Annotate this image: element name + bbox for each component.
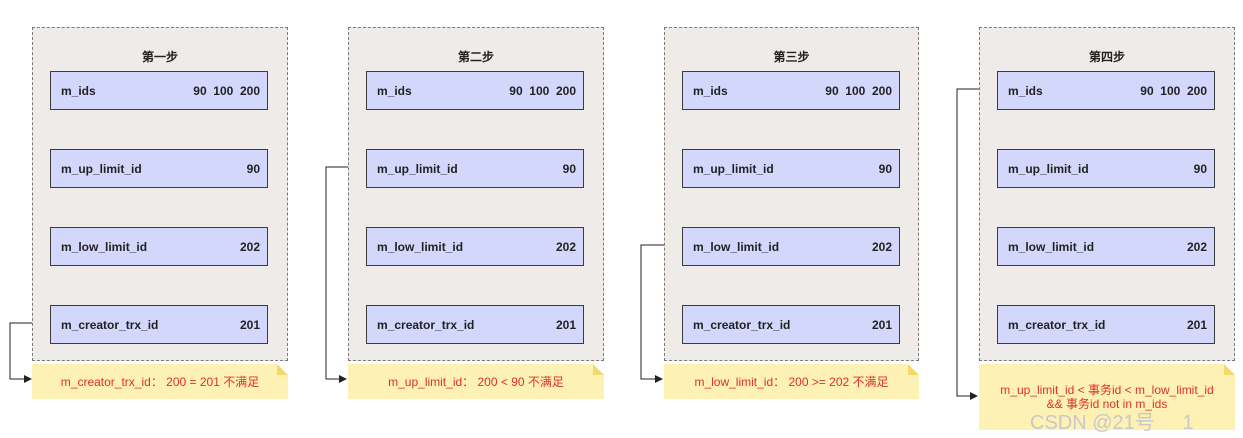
field-value: 90 100 200 [825,83,892,98]
note-step-4: m_up_limit_id < 事务id < m_low_limit_id &&… [979,364,1235,430]
field-label: m_up_limit_id [377,161,458,176]
note-step-2: m_up_limit_id： 200 < 90 不满足 [348,364,604,399]
note-fold [908,364,919,375]
note-text-line-1: m_up_limit_id < 事务id < m_low_limit_id [1000,383,1214,397]
field-m-creator-trx-id: m_creator_trx_id 201 [366,305,584,344]
field-label: m_creator_trx_id [61,317,159,332]
panel-title: 第二步 [457,50,494,64]
field-m-ids: m_ids 90 100 200 [366,71,584,110]
field-m-creator-trx-id: m_creator_trx_id 201 [997,305,1215,344]
panel-step-2: 第二步 m_ids 90 100 200 m_up_limit_id 90 m_… [348,27,604,361]
panel-step-1: 第一步 m_ids 90 100 200 m_up_limit_id 90 m_… [32,27,288,361]
field-m-creator-trx-id: m_creator_trx_id 201 [50,305,268,344]
panel-title: 第一步 [141,50,178,64]
field-m-ids: m_ids 90 100 200 [997,71,1215,110]
panel-step-3: 第三步 m_ids 90 100 200 m_up_limit_id 90 m_… [664,27,919,361]
panel-title: 第三步 [773,50,810,64]
field-value: 201 [1186,317,1207,332]
note-fold [593,364,604,375]
note-fold [277,364,288,375]
connector-step1 [9,322,50,383]
field-value: 90 [878,161,892,176]
field-m-up-limit-id: m_up_limit_id 90 [682,149,900,188]
field-value: 202 [555,239,576,254]
field-label: m_creator_trx_id [377,317,475,332]
field-value: 202 [1186,239,1207,254]
note-text: m_creator_trx_id： 200 = 201 不满足 [60,374,260,389]
connector-step4 [956,88,998,400]
field-m-up-limit-id: m_up_limit_id 90 [997,149,1215,188]
field-m-low-limit-id: m_low_limit_id 202 [50,227,268,266]
connector-step3 [640,244,682,383]
note-text: m_low_limit_id： 200 >= 202 不满足 [694,374,889,389]
field-value: 90 100 200 [193,83,260,98]
field-label: m_creator_trx_id [693,317,791,332]
panel-title: 第四步 [1088,50,1125,64]
note-step-3: m_low_limit_id： 200 >= 202 不满足 [664,364,919,399]
note-fold [1224,364,1235,375]
field-value: 90 [246,161,260,176]
connector-step2 [325,166,366,383]
field-label: m_up_limit_id [1008,161,1089,176]
field-value: 202 [871,239,892,254]
field-m-up-limit-id: m_up_limit_id 90 [50,149,268,188]
field-label: m_creator_trx_id [1008,317,1106,332]
field-m-ids: m_ids 90 100 200 [682,71,900,110]
field-value: 90 [562,161,576,176]
panel-step-4: 第四步 m_ids 90 100 200 m_up_limit_id 90 m_… [979,27,1235,361]
field-value: 201 [555,317,576,332]
watermark: CSDN @21号 1 [1030,412,1194,434]
note-text: m_up_limit_id： 200 < 90 不满足 [388,374,564,389]
field-label: m_low_limit_id [693,239,780,254]
field-label: m_low_limit_id [61,239,148,254]
field-value: 201 [871,317,892,332]
field-m-low-limit-id: m_low_limit_id 202 [997,227,1215,266]
field-label: m_ids [61,83,96,98]
field-value: 201 [239,317,260,332]
field-m-low-limit-id: m_low_limit_id 202 [366,227,584,266]
note-step-1: m_creator_trx_id： 200 = 201 不满足 [32,364,288,399]
field-value: 90 100 200 [509,83,576,98]
field-label: m_up_limit_id [61,161,142,176]
field-label: m_low_limit_id [1008,239,1095,254]
field-label: m_ids [377,83,412,98]
note-text-line-2: && 事务id not in m_ids [1046,397,1168,411]
field-label: m_ids [693,83,728,98]
field-label: m_up_limit_id [693,161,774,176]
field-value: 90 [1193,161,1207,176]
field-m-low-limit-id: m_low_limit_id 202 [682,227,900,266]
field-m-creator-trx-id: m_creator_trx_id 201 [682,305,900,344]
field-value: 202 [239,239,260,254]
field-label: m_ids [1008,83,1043,98]
field-m-up-limit-id: m_up_limit_id 90 [366,149,584,188]
field-m-ids: m_ids 90 100 200 [50,71,268,110]
field-value: 90 100 200 [1140,83,1207,98]
field-label: m_low_limit_id [377,239,464,254]
